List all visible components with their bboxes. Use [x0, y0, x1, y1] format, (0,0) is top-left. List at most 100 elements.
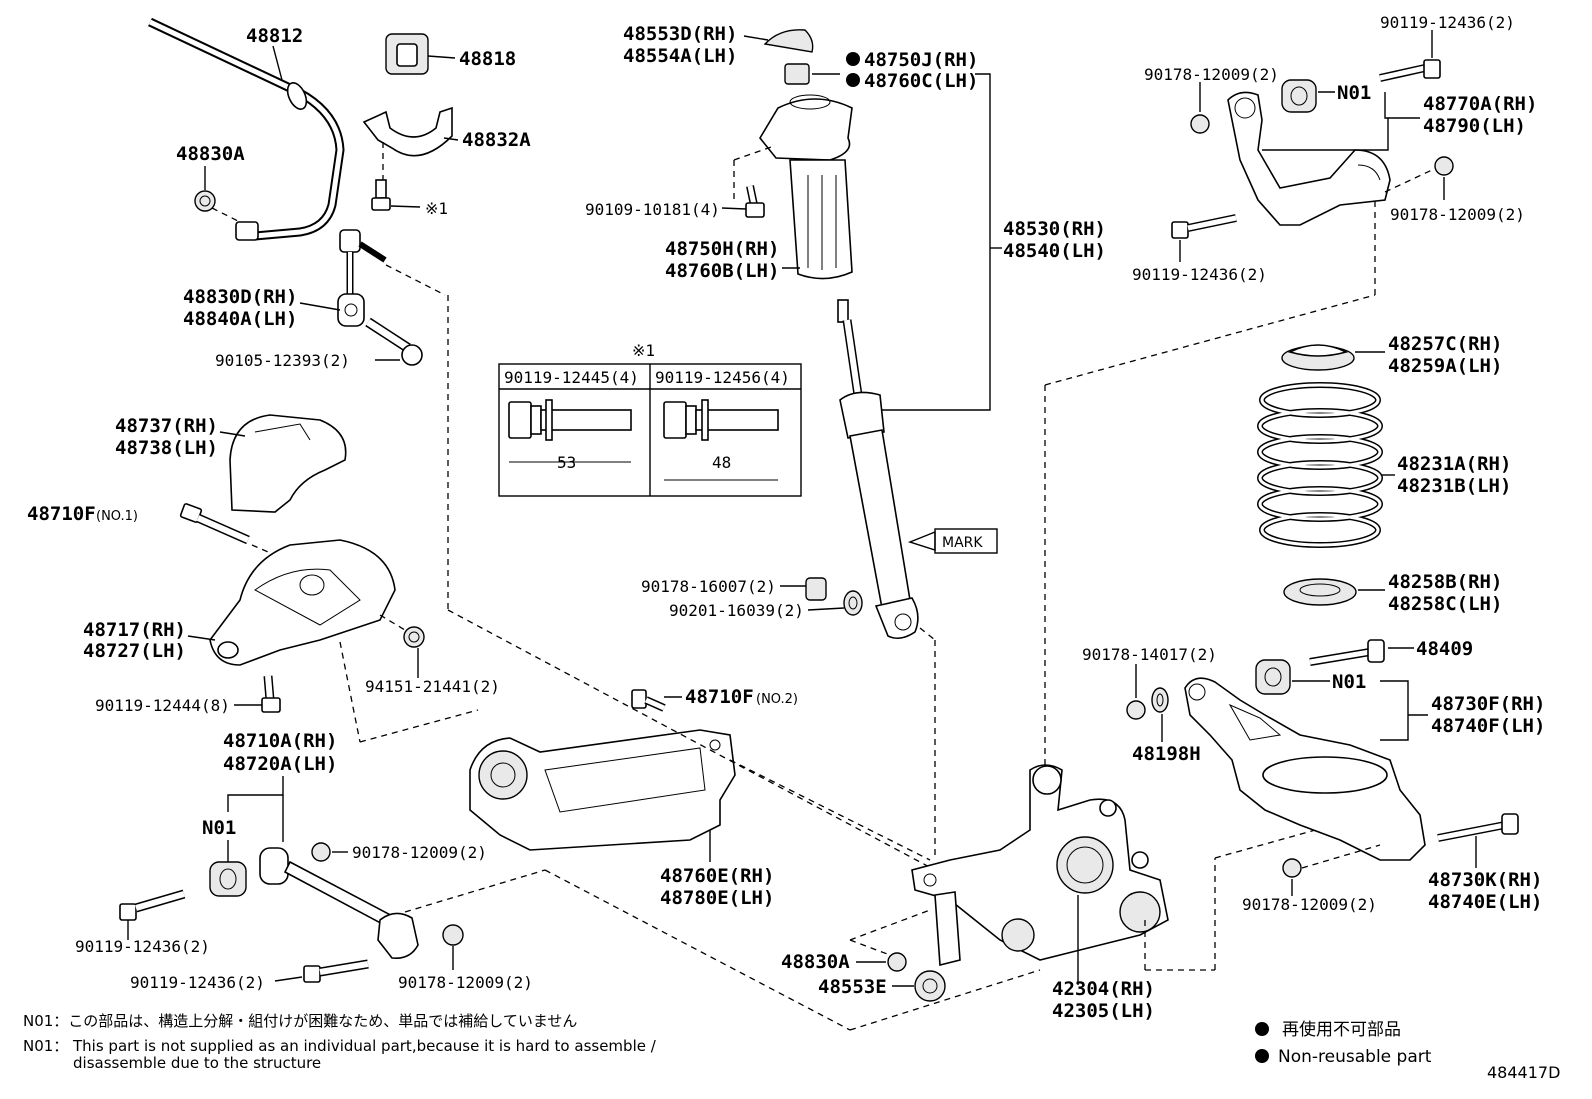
bushing-90178-16007[interactable]: [805, 577, 827, 601]
label-48198H: 48198H: [1132, 743, 1201, 765]
upper-mount-48750H[interactable]: [759, 94, 853, 280]
nut-90178-14017[interactable]: [1126, 700, 1146, 720]
label-48259A: 48259A(LH): [1388, 355, 1502, 377]
label-48553E: 48553E: [818, 976, 887, 998]
label-48818: 48818: [459, 48, 516, 70]
label-90119-12436-tr2: 90119-12436(2): [1132, 265, 1267, 284]
bolt-ref1[interactable]: [371, 179, 391, 211]
bracket-48832A[interactable]: [362, 106, 453, 157]
insulator-48258B[interactable]: [1283, 578, 1357, 606]
stabilizer-bar-48812[interactable]: [148, 17, 345, 241]
nut-90178-bottom[interactable]: [442, 924, 464, 946]
label-90178-tr2: 90178-12009(2): [1390, 205, 1525, 224]
label-48760C: 48760C(LH): [864, 70, 978, 92]
link-48830D[interactable]: [337, 229, 387, 327]
label-48830D: 48830D(RH): [183, 286, 297, 308]
mark-callout: MARK: [907, 528, 998, 554]
bushing-n01-tr[interactable]: [1281, 79, 1317, 113]
label-48231A: 48231A(RH): [1397, 453, 1511, 475]
coil-spring-48231A[interactable]: [1257, 382, 1383, 548]
cover-48737[interactable]: [229, 414, 347, 513]
bolt-48409[interactable]: [1309, 639, 1385, 666]
label-48830A-top: 48830A: [176, 143, 245, 165]
label-48554A: 48554A(LH): [623, 45, 737, 67]
nut-48750J[interactable]: [784, 63, 810, 85]
nut-90178-r3[interactable]: [1282, 858, 1302, 878]
label-48710A: 48710A(RH): [223, 730, 337, 752]
insulator-48257C[interactable]: [1281, 344, 1355, 371]
label-n01-r: N01: [1332, 671, 1366, 693]
nut-90178-left[interactable]: [311, 842, 331, 862]
label-48770A: 48770A(RH): [1423, 93, 1537, 115]
bolt-90109[interactable]: [745, 185, 765, 218]
bushing-48553E[interactable]: [914, 970, 946, 1002]
shock-absorber-48530[interactable]: [837, 299, 919, 640]
label-48540: 48540(LH): [1003, 240, 1106, 262]
nut-48830A-bottom[interactable]: [887, 952, 907, 972]
svg-text:MARK: MARK: [942, 535, 983, 551]
label-no1-suffix: (NO.1): [96, 509, 138, 524]
cap-48553D[interactable]: [763, 29, 814, 53]
label-48780E: 48780E(LH): [660, 887, 774, 909]
bolt-90119-12436-tr[interactable]: [1379, 59, 1441, 82]
label-90178-tr: 90178-12009(2): [1144, 65, 1279, 84]
label-48720A: 48720A(LH): [223, 753, 337, 775]
bolt-90119-12436-left2[interactable]: [303, 959, 369, 983]
label-48840A: 48840A(LH): [183, 308, 297, 330]
label-90178-16007: 90178-16007(2): [641, 577, 776, 596]
label-90119-12436-left1: 90119-12436(2): [75, 937, 210, 956]
label-48231B: 48231B(LH): [1397, 475, 1511, 497]
bolt-90105-12393[interactable]: [365, 317, 423, 366]
trailing-arm-48760E[interactable]: [469, 729, 736, 851]
label-90201: 90201-16039(2): [669, 601, 804, 620]
label-48760E: 48760E(RH): [660, 865, 774, 887]
label-48738: 48738(LH): [115, 437, 218, 459]
label-48553D: 48553D(RH): [623, 23, 737, 45]
label-94151: 94151-21441(2): [365, 677, 500, 696]
label-48740E: 48740E(LH): [1428, 891, 1542, 913]
note-n01-japanese: N01：この部品は、構造上分解・組付けが困難なため、単品では補給していません: [23, 1012, 577, 1030]
label-90119-12444: 90119-12444(8): [95, 696, 230, 715]
bolt-48730K[interactable]: [1437, 813, 1519, 842]
label-48257C: 48257C(RH): [1388, 333, 1502, 355]
label-48409: 48409: [1416, 638, 1473, 660]
bolt-90119-12436-left1[interactable]: [119, 889, 186, 921]
label-90178-r3: 90178-12009(2): [1242, 895, 1377, 914]
washer-48198H[interactable]: [1151, 687, 1169, 713]
lateral-link-48710A[interactable]: [259, 847, 419, 960]
label-48530: 48530(RH): [1003, 218, 1106, 240]
bolt-48710F-no2[interactable]: [631, 689, 666, 712]
bolt-90119-12444[interactable]: [261, 675, 281, 713]
label-48830A-bottom: 48830A: [781, 951, 850, 973]
legend-en: Non-reusable part: [1278, 1047, 1432, 1067]
member-48717[interactable]: [209, 539, 396, 666]
note-n01-english-line1: This part is not supplied as an individu…: [72, 1037, 657, 1055]
washer-90201[interactable]: [843, 590, 863, 616]
label-48750H: 48750H(RH): [665, 238, 779, 260]
bolt-spec-table: 90119-12445(4) 90119-12456(4) 53 48: [498, 363, 802, 497]
nut-48830A-top[interactable]: [194, 190, 216, 212]
lower-arm-48730F[interactable]: [1184, 677, 1426, 861]
bushing-n01-left[interactable]: [209, 861, 247, 897]
label-48790: 48790(LH): [1423, 115, 1526, 137]
label-90178-bottom: 90178-12009(2): [398, 973, 533, 992]
non-reusable-mark-48760C: [846, 73, 860, 87]
label-48740F: 48740F(LH): [1431, 715, 1545, 737]
upper-arm-48770A[interactable]: [1227, 91, 1391, 226]
bolt-48710F-no1[interactable]: [179, 503, 250, 545]
knuckle-42304[interactable]: [911, 764, 1169, 967]
legend-jp: 再使用不可部品: [1282, 1019, 1401, 1040]
bushing-n01-r[interactable]: [1255, 659, 1291, 695]
label-42305: 42305(LH): [1052, 1000, 1155, 1022]
bolt-90119-12436-tr2[interactable]: [1171, 214, 1237, 239]
nut-90178-tr[interactable]: [1190, 114, 1210, 134]
label-n01-left: N01: [202, 817, 236, 839]
nut-90178-tr2[interactable]: [1434, 156, 1454, 176]
label-90105: 90105-12393(2): [215, 351, 350, 370]
label-48258B: 48258B(RH): [1388, 571, 1502, 593]
table-dim2: 48: [712, 453, 731, 472]
nut-94151[interactable]: [403, 626, 425, 648]
bushing-48818[interactable]: [385, 33, 429, 75]
label-48750J: 48750J(RH): [864, 49, 978, 71]
